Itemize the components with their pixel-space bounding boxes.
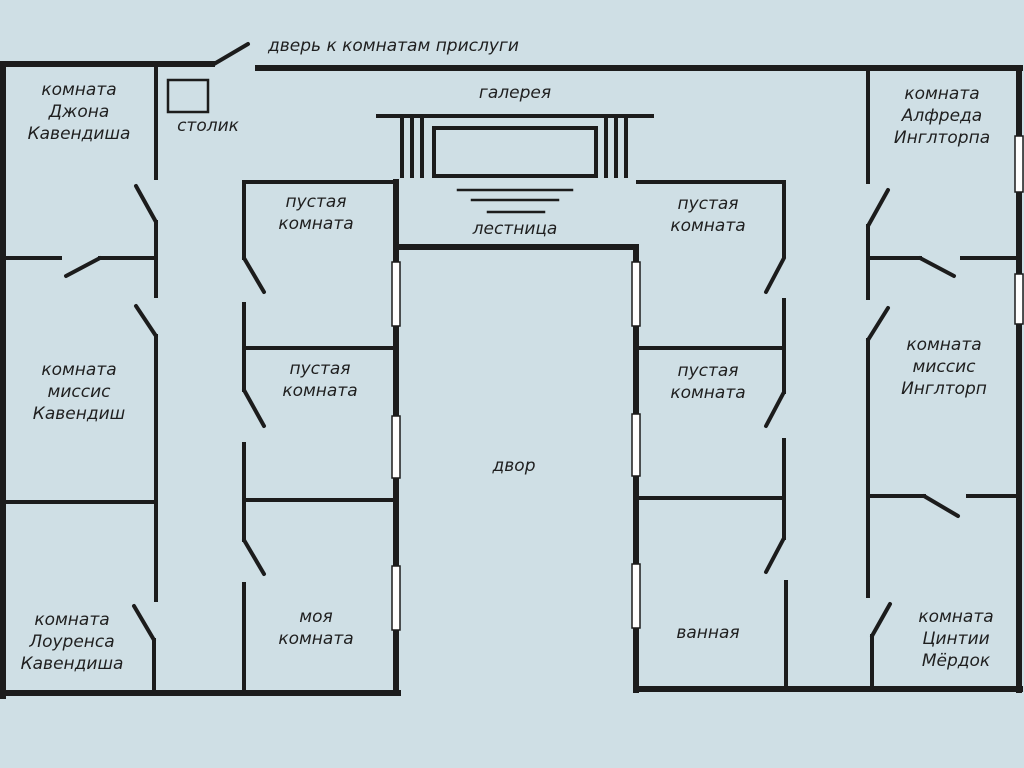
- svg-text:комната: комната: [41, 360, 116, 380]
- svg-text:Джона: Джона: [48, 102, 110, 122]
- bathroom-label: ванная: [676, 623, 739, 643]
- servant-door-label: дверь к комнатам прислуги: [267, 36, 519, 56]
- svg-text:комната: комната: [670, 383, 745, 403]
- table-icon: [166, 78, 210, 114]
- svg-text:комната: комната: [34, 610, 109, 630]
- lawrence-room-label: комната Лоуренса Кавендиша: [21, 610, 124, 674]
- svg-text:комната: комната: [906, 335, 981, 355]
- john-room-label: комната Джона Кавендиша: [28, 80, 131, 144]
- svg-text:Кавендиша: Кавендиша: [28, 124, 131, 144]
- svg-text:комната: комната: [904, 84, 979, 104]
- courtyard-label: двор: [492, 456, 536, 476]
- svg-text:комната: комната: [278, 629, 353, 649]
- svg-text:Мёрдок: Мёрдок: [922, 651, 991, 671]
- svg-text:Цинтии: Цинтии: [922, 629, 989, 649]
- empty-room-1-label: пустая комната: [278, 192, 353, 234]
- empty-room-2-label: пустая комната: [282, 359, 357, 401]
- svg-text:пустая: пустая: [677, 194, 738, 214]
- mrs-cavendish-room-label: комната миссис Кавендиш: [33, 360, 125, 424]
- svg-text:Кавендиша: Кавендиша: [21, 654, 124, 674]
- svg-text:комната: комната: [41, 80, 116, 100]
- gallery-staircase: [376, 114, 654, 250]
- left-courtyard-windows: [391, 261, 401, 631]
- empty-room-4-label: пустая комната: [670, 361, 745, 403]
- svg-text:Лоуренса: Лоуренса: [28, 632, 114, 652]
- mrs-inglethorp-room-label: комната миссис Инглторп: [901, 335, 987, 399]
- svg-text:Кавендиш: Кавендиш: [33, 404, 125, 424]
- svg-text:комната: комната: [918, 607, 993, 627]
- svg-text:миссис: миссис: [48, 382, 112, 402]
- svg-text:пустая: пустая: [285, 192, 346, 212]
- svg-text:моя: моя: [299, 607, 332, 627]
- empty-room-3-label: пустая комната: [670, 194, 745, 236]
- cynthia-room-label: комната Цинтии Мёрдок: [918, 607, 993, 671]
- left-wing-walls: [1, 64, 399, 696]
- gallery-label: галерея: [479, 83, 551, 103]
- right-courtyard-windows: [631, 261, 641, 629]
- svg-text:комната: комната: [282, 381, 357, 401]
- svg-text:комната: комната: [670, 216, 745, 236]
- staircase-label: лестница: [472, 219, 558, 239]
- svg-text:Инглторп: Инглторп: [901, 379, 987, 399]
- alfred-room-label: комната Алфреда Инглторпа: [894, 84, 990, 148]
- right-outer-windows: [1014, 135, 1024, 325]
- my-room-label: моя комната: [278, 607, 353, 649]
- svg-text:пустая: пустая: [677, 361, 738, 381]
- svg-text:Инглторпа: Инглторпа: [894, 128, 990, 148]
- svg-text:Алфреда: Алфреда: [901, 106, 982, 126]
- table-label: столик: [177, 116, 240, 136]
- svg-text:миссис: миссис: [913, 357, 977, 377]
- svg-text:комната: комната: [278, 214, 353, 234]
- svg-text:пустая: пустая: [289, 359, 350, 379]
- servant-door-leaf: [212, 42, 250, 66]
